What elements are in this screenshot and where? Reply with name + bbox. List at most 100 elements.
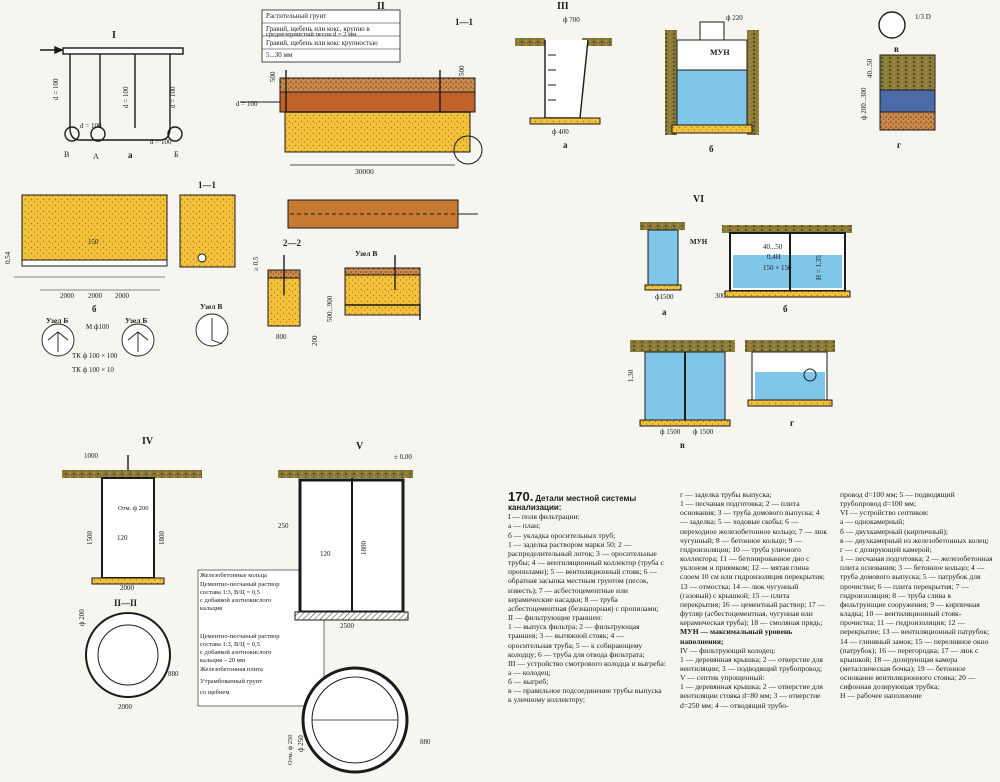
caption-entry: III — устройство смотрового колодца и вы…: [508, 658, 666, 668]
dim-otm250: Отм. ф 250: [287, 734, 294, 766]
caption-col2-list: г — заделка трубы выпуска;1 — песчаная п…: [680, 490, 828, 710]
section-VI-vg: [630, 340, 835, 427]
dim-054: 0,54: [4, 251, 12, 264]
dim-phi700: ф 700: [563, 16, 580, 24]
tk1-label: ТК ф 100 × 100: [72, 352, 118, 360]
caption-entry: г — с дозирующей камерой;: [840, 544, 932, 554]
label-section-1-1: 1—1: [455, 17, 473, 27]
caption-entry: Н — рабочее наполнение: [840, 691, 922, 701]
dim-800: 800: [276, 333, 287, 341]
caption-entry: 1 — песчаная подготовка; 2 — железобетон…: [840, 554, 993, 692]
sub-letter-v3: в: [894, 44, 899, 54]
dim-120: 120: [117, 534, 128, 542]
dim-150x150: 150 × 150: [763, 264, 792, 272]
dim-300: 300: [715, 292, 726, 300]
dim-phi250: ф 250: [297, 735, 305, 752]
dim-d100f: d = 100: [169, 86, 177, 108]
label-section-V: V: [356, 441, 364, 452]
caption-entry: 1 — заделка раствором марки 50; 2 — расп…: [508, 539, 664, 613]
section-III-g: [878, 11, 936, 131]
layer-label-gravel-2: Гравий, щебень или кокс крупностью: [266, 39, 378, 47]
layer-label-gravel-1: Гравий, щебень или кокс, крупно в: [266, 25, 370, 33]
label-section-II-II: II—II: [114, 598, 138, 608]
dim-d100: d = 100: [52, 78, 60, 100]
section-IV-well: [62, 455, 325, 707]
dim-otm200: Отм. ф 200: [118, 505, 149, 512]
section-II-trench: [240, 9, 483, 166]
section-I-plan: [40, 45, 184, 142]
dim-1000: 1000: [84, 452, 98, 460]
dim-phi200: ф 200: [78, 609, 86, 626]
material-crushed: со щебнем: [200, 689, 230, 696]
sub-letter-b6: б: [783, 304, 788, 314]
layer-label-plant-soil: Растительный грунт: [266, 12, 327, 20]
figure-number: 170.: [508, 489, 534, 504]
dim-200300: ф 200...300: [860, 87, 868, 120]
tk2-label: ТК ф 100 × 10: [72, 366, 114, 374]
dim-d100b: d = 100: [80, 122, 102, 130]
sub-letter-b1: б: [92, 304, 97, 314]
sub-letter-g3: г: [897, 140, 902, 150]
material-mortar-1-ratio: состава 1:3, В/Ц = 0,5: [200, 589, 260, 596]
dim-05: ≥ 0,5: [252, 256, 260, 271]
label-section-I: I: [112, 30, 116, 41]
dim-2000a: 2000: [60, 292, 74, 300]
sub-letter-g6: г: [790, 418, 795, 428]
dim-d100c: d = 100: [150, 138, 172, 146]
caption-entry: а — однокамерный;: [840, 517, 905, 527]
material-additive-1: с добавкой азотнокислого: [200, 597, 272, 604]
section-III-well: [515, 38, 612, 125]
caption-entry: провод d=100 мм; 5 — подводящий трубопро…: [840, 490, 955, 509]
material-mortar-1: Цементно-песчаный раствор: [200, 581, 280, 588]
node-circles: [41, 313, 229, 357]
pipe-section: [287, 199, 478, 229]
dim-880: 880: [168, 670, 179, 678]
caption-entry: I — поля фильтрации:: [508, 512, 580, 522]
m-label: М ф100: [86, 323, 110, 331]
dim-d100d: d = 100: [236, 100, 258, 108]
dim-500b: 500: [458, 65, 466, 77]
material-mortar-2-ratio: состава 1:3, В/Ц = 0,5: [200, 641, 260, 648]
material-slab: Железобетонная плита: [200, 666, 263, 673]
dim-150: 150: [88, 238, 99, 246]
caption-entry: б — укладка оросительных труб;: [508, 530, 616, 540]
material-additive-2b: кальция – 20 мм: [200, 657, 246, 664]
dim-30000: 30000: [355, 167, 374, 176]
node-b-label: Узел Б: [46, 316, 69, 325]
material-additive-2: с добавкой азотнокислого: [200, 649, 272, 656]
caption-entry: а — план;: [508, 521, 541, 531]
figure-title: Детали местной системы канализации:: [508, 494, 637, 513]
material-additive-1b: кальция: [200, 605, 223, 612]
caption-entry: МУН — максимальный уровень наполнения;: [680, 627, 793, 646]
dim-880b: 880: [420, 738, 431, 746]
label-section-1-1b: 1—1: [198, 180, 216, 190]
dim-2000b: 2000: [88, 292, 102, 300]
caption-entry: 1 — деревянная крышка; 2 — отверстие для…: [680, 654, 823, 673]
layer-label-size: 5...30 мм: [266, 51, 293, 59]
dim-200: 200: [311, 335, 319, 347]
mun-label-b: МУН: [710, 48, 730, 57]
caption-entry: в — правильное подсоединение трубы выпус…: [508, 686, 662, 705]
mun-label-vi: МУН: [690, 238, 708, 246]
caption-entry: 1 — выпуск фильтра; 2 — фильтрующая тран…: [508, 622, 645, 659]
dim-04h: 0,4H: [767, 253, 781, 261]
dim-4050b: 40...50: [763, 243, 783, 251]
section-I-b: [14, 194, 236, 291]
dim-4050: 40...50: [866, 58, 874, 78]
caption-column-3: провод d=100 мм; 5 — подводящий трубопро…: [840, 490, 996, 701]
dim-phi220: ф 220: [726, 14, 743, 22]
sub-letter-v6: в: [680, 440, 685, 450]
dim-phi1500c: ф 1500: [693, 428, 714, 436]
dim-500-900: 500...900: [326, 295, 334, 322]
figure-caption: 170. Детали местной системы канализации:…: [508, 490, 996, 780]
section-VI-ab: [640, 222, 852, 298]
dim-d100e: d = 100: [122, 86, 130, 108]
caption-col1-list: I — поля фильтрации:а — план;б — укладка…: [508, 512, 666, 704]
sub-letter-a6: а: [662, 307, 667, 317]
label-section-2-2: 2—2: [283, 238, 301, 248]
dim-120b: 120: [320, 550, 331, 558]
node-v2-label: Узел В: [355, 249, 378, 258]
caption-col3-list: провод d=100 мм; 5 — подводящий трубопро…: [840, 490, 996, 701]
caption-entry: 1 — песчаная подготовка; 2 — плита основ…: [680, 499, 828, 628]
